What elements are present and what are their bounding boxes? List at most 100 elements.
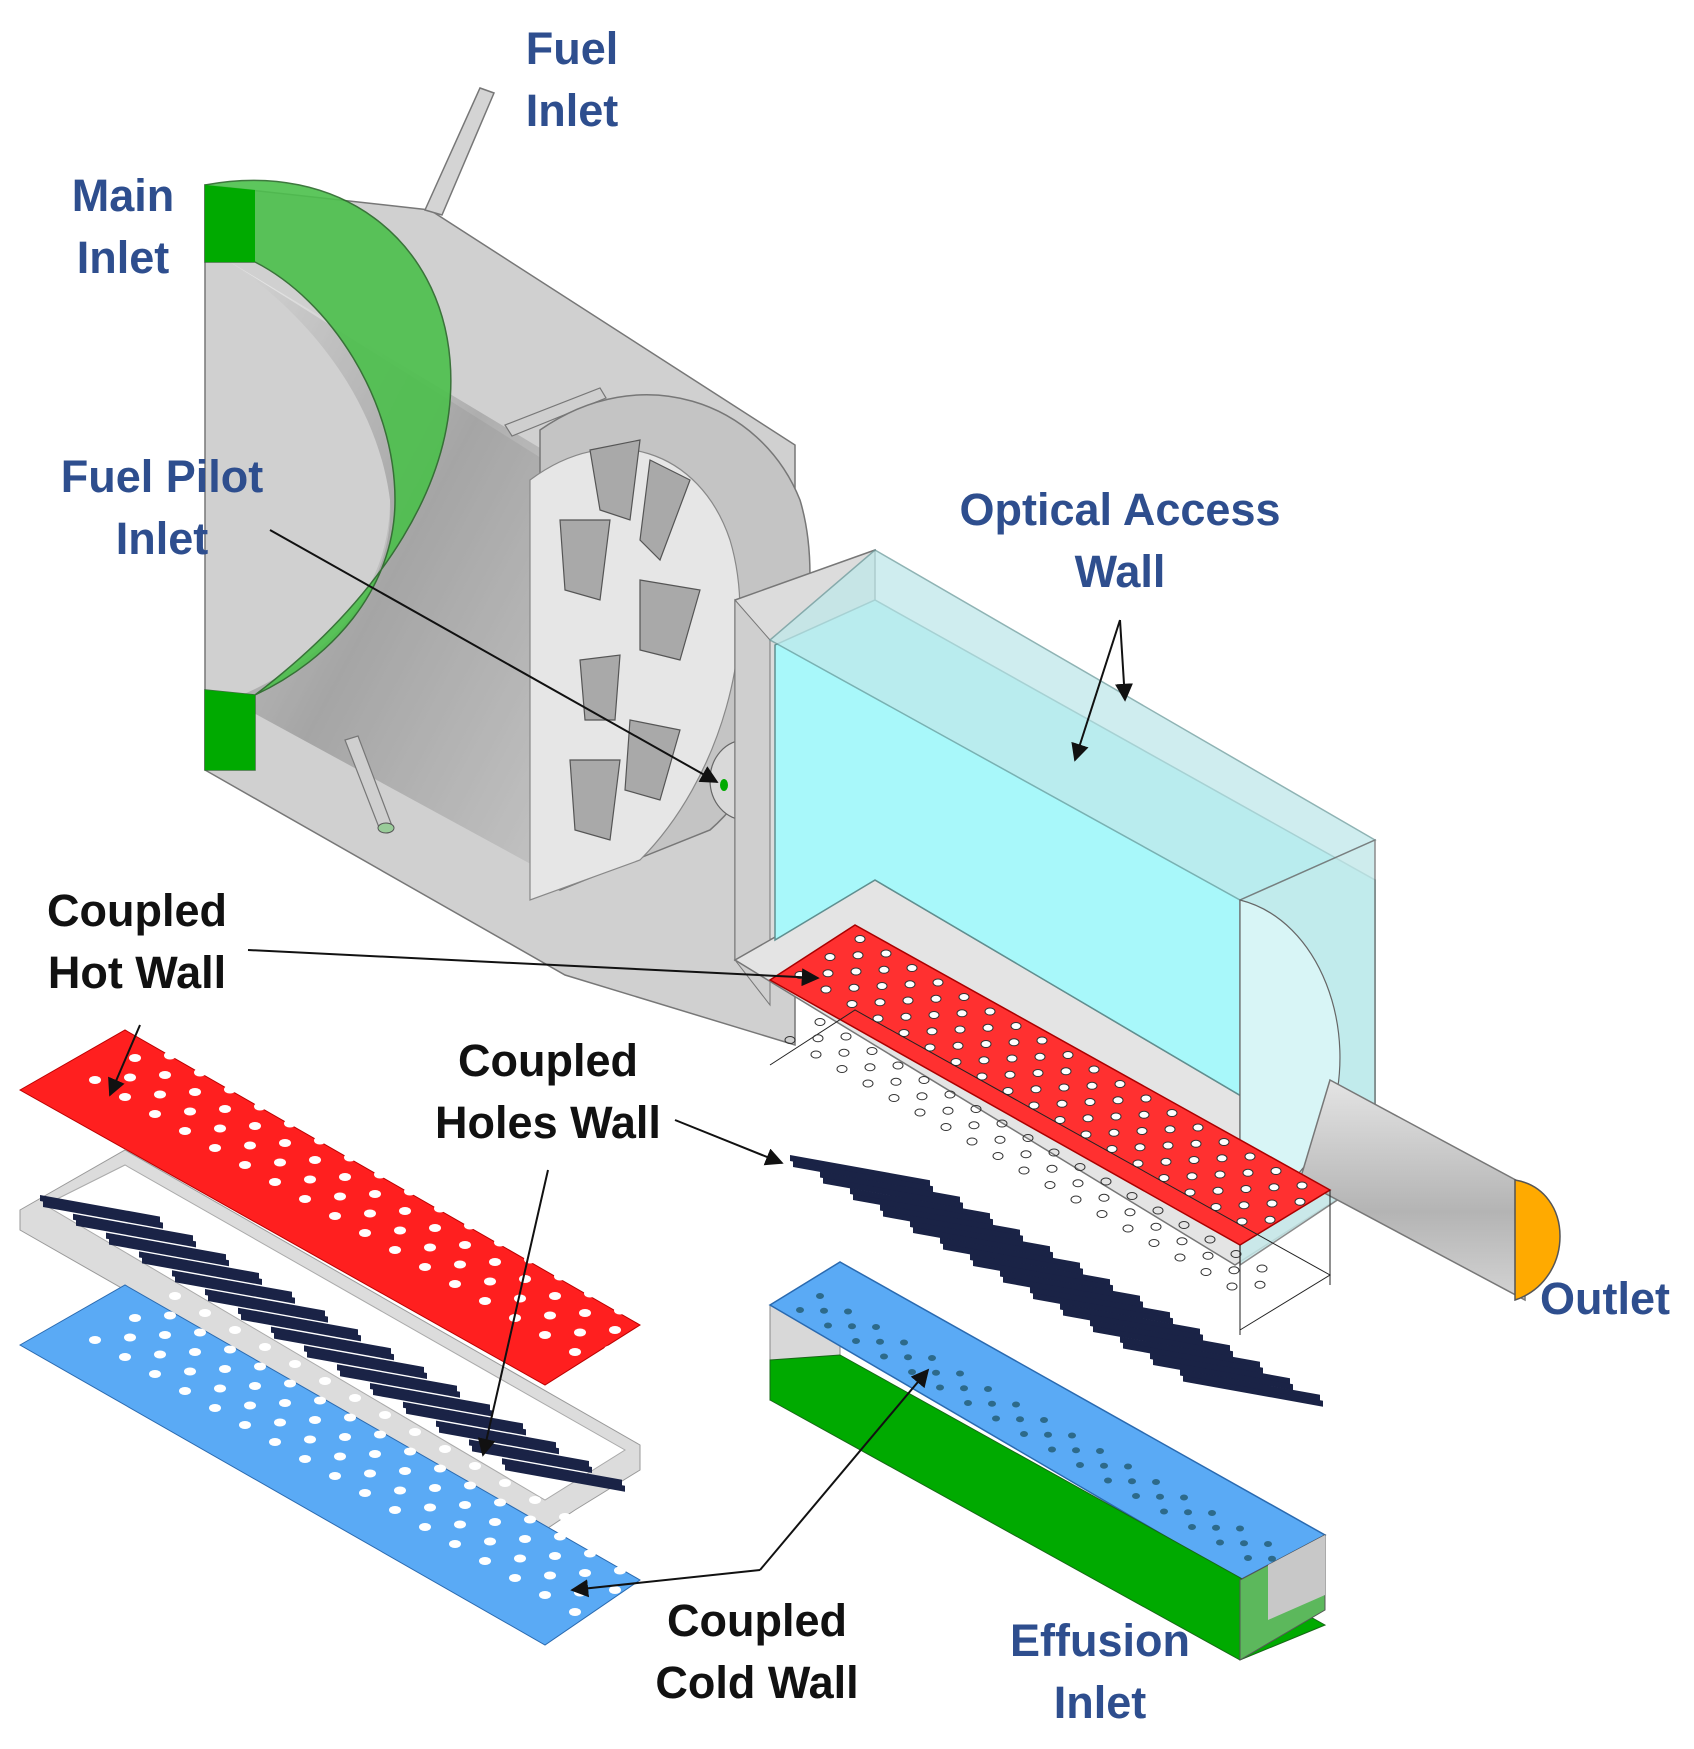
arrow-optical-1 bbox=[1071, 619, 1121, 762]
effusion-hole bbox=[1074, 1163, 1086, 1171]
effusion-hole bbox=[124, 1073, 136, 1082]
effusion-hole bbox=[454, 1260, 466, 1269]
effusion-hole bbox=[1132, 1159, 1144, 1168]
effusion-hole bbox=[314, 1136, 326, 1145]
effusion-hole bbox=[129, 1054, 141, 1062]
effusion-hole bbox=[1264, 1541, 1272, 1547]
effusion-hole bbox=[279, 1139, 291, 1147]
hole-slot bbox=[307, 1351, 427, 1379]
hole-slot bbox=[1063, 1309, 1203, 1341]
effusion-hole bbox=[992, 1152, 1004, 1160]
effusion-hole bbox=[194, 1068, 206, 1077]
effusion-hole bbox=[379, 1151, 391, 1159]
effusion-hole bbox=[898, 1029, 910, 1037]
effusion-hole bbox=[229, 1066, 241, 1074]
effusion-hole bbox=[574, 1328, 586, 1337]
effusion-hole bbox=[1070, 1195, 1082, 1204]
hole-slot bbox=[823, 1177, 963, 1209]
effusion-hole bbox=[339, 1173, 351, 1181]
effusion-hole bbox=[1128, 1478, 1136, 1485]
effusion-hole bbox=[820, 1307, 828, 1314]
effusion-hole bbox=[489, 1518, 501, 1526]
effusion-hole bbox=[888, 1094, 900, 1102]
effusion-hole bbox=[1072, 1447, 1080, 1454]
effusion-hole bbox=[339, 1433, 351, 1441]
effusion-hole bbox=[1048, 1446, 1056, 1453]
effusion-hole bbox=[1226, 1282, 1238, 1291]
hole-slot bbox=[913, 1227, 1053, 1259]
effusion-hole bbox=[914, 1108, 926, 1117]
effusion-hole bbox=[584, 1289, 596, 1298]
effusion-hole bbox=[1162, 1141, 1174, 1150]
effusion-hole bbox=[1124, 1208, 1136, 1217]
effusion-hole bbox=[932, 978, 944, 987]
effusion-hole bbox=[484, 1537, 496, 1546]
hole-slot bbox=[337, 1364, 457, 1392]
arrow-cold-wall-1 bbox=[570, 1569, 761, 1598]
hot-wall-assembled-holes bbox=[794, 935, 1308, 1226]
effusion-hole bbox=[1174, 1253, 1186, 1262]
effusion-hole bbox=[902, 996, 914, 1005]
effusion-hole bbox=[1062, 1051, 1074, 1059]
effusion-hole bbox=[179, 1387, 191, 1395]
effusion-hole bbox=[1254, 1280, 1266, 1289]
effusion-hole bbox=[1104, 1477, 1112, 1484]
effusion-hole bbox=[1264, 1215, 1276, 1224]
effusion-hole bbox=[224, 1085, 236, 1094]
effusion-hole bbox=[824, 1322, 832, 1329]
effusion-hole bbox=[544, 1571, 556, 1580]
effusion-hole bbox=[1044, 1181, 1056, 1189]
effusion-hole bbox=[289, 1360, 301, 1368]
effusion-hole bbox=[1296, 1181, 1308, 1190]
effusion-hole bbox=[1192, 1123, 1204, 1132]
effusion-hole bbox=[274, 1418, 286, 1427]
effusion-hole bbox=[1212, 1186, 1224, 1195]
hole-slot bbox=[304, 1345, 424, 1373]
arrow-holes-wall-1 bbox=[674, 1119, 784, 1166]
effusion-hole bbox=[1152, 1206, 1164, 1215]
effusion-hole bbox=[1188, 1156, 1200, 1164]
effusion-hole bbox=[189, 1088, 201, 1096]
effusion-hole bbox=[930, 994, 942, 1003]
hole-slot bbox=[850, 1188, 990, 1220]
label-effusion-inlet: Effusion Inlet bbox=[1010, 1615, 1190, 1728]
effusion-hole bbox=[459, 1501, 471, 1509]
effusion-hole bbox=[164, 1311, 176, 1320]
inlet-section bbox=[204, 87, 811, 1047]
effusion-hole bbox=[1176, 1237, 1188, 1246]
effusion-hole bbox=[960, 1385, 968, 1392]
effusion-hole bbox=[1006, 1054, 1018, 1063]
outlet-duct bbox=[1299, 1078, 1561, 1302]
effusion-hole bbox=[119, 1093, 131, 1101]
effusion-hole bbox=[964, 1400, 972, 1406]
effusion-hole bbox=[469, 1462, 481, 1470]
effusion-hole bbox=[846, 1000, 858, 1008]
effusion-hole bbox=[978, 1056, 990, 1065]
effusion-hole bbox=[254, 1362, 266, 1371]
effusion-hole bbox=[394, 1486, 406, 1495]
effusion-hole bbox=[954, 1025, 966, 1034]
effusion-hole bbox=[279, 1399, 291, 1407]
effusion-hole bbox=[1110, 1112, 1122, 1121]
fuel-inlet-pipe bbox=[423, 87, 496, 216]
effusion-hole bbox=[1010, 1022, 1022, 1030]
effusion-hole bbox=[184, 1367, 196, 1376]
hole-slot bbox=[43, 1201, 163, 1229]
arrow-hot-wall-2 bbox=[108, 1024, 141, 1097]
effusion-hole bbox=[1018, 1166, 1030, 1175]
effusion-hole bbox=[900, 1012, 912, 1021]
effusion-hole bbox=[942, 1106, 954, 1115]
inlet-shadow-band bbox=[230, 262, 560, 880]
effusion-hole bbox=[1236, 1525, 1244, 1532]
effusion-hole bbox=[1012, 1401, 1020, 1408]
effusion-hole bbox=[874, 998, 886, 1007]
effusion-hole bbox=[1108, 1128, 1120, 1137]
effusion-hole bbox=[584, 1549, 596, 1558]
effusion-hole bbox=[374, 1430, 386, 1439]
combustion-chamber bbox=[733, 548, 1377, 1267]
effusion-hole bbox=[1072, 1179, 1084, 1188]
effusion-hole bbox=[159, 1071, 171, 1079]
effusion-hole bbox=[554, 1272, 566, 1281]
effusion-hole bbox=[539, 1331, 551, 1339]
label-optical-access-wall: Optical Access Wall bbox=[959, 484, 1281, 597]
